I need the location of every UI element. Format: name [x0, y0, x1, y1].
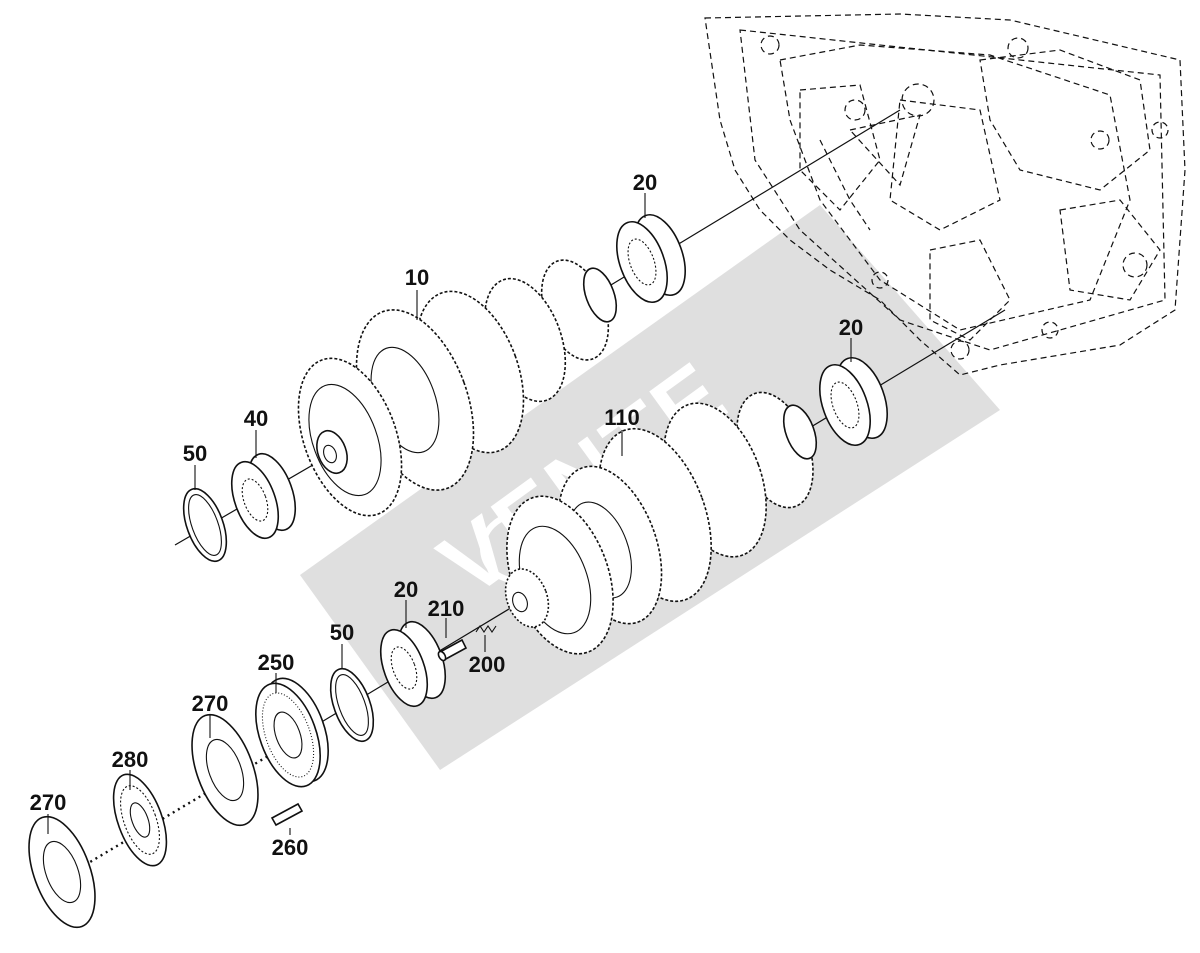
spring	[475, 625, 497, 633]
callout-shaft-upper: 10	[405, 265, 429, 290]
pressure-plate	[255, 677, 329, 788]
dowel-pin	[270, 802, 304, 827]
gearbox-housing	[704, 13, 1186, 376]
callout-friction-disc: 280	[112, 747, 149, 772]
friction-disc	[112, 773, 168, 867]
callout-ring-lower: 50	[330, 620, 354, 645]
bearing-right	[819, 357, 888, 446]
callout-bearing-lower: 20	[394, 577, 418, 602]
steel-disc-outer	[28, 815, 96, 929]
callout-pin: 210	[428, 596, 465, 621]
callout-dowel: 260	[272, 835, 309, 860]
pin	[437, 638, 468, 662]
callout-disc-outer: 270	[30, 790, 67, 815]
bearing-lower	[379, 620, 447, 708]
steel-disc-inner	[191, 713, 259, 827]
callout-labels: 20 20 10 110 40 50 20 210 200 50 250 270…	[30, 170, 864, 860]
bearing-left	[230, 452, 297, 540]
leader-lines	[47, 193, 852, 835]
callout-disc-inner: 270	[192, 691, 229, 716]
callout-bearing-left: 40	[244, 406, 268, 431]
lower-gear-shaft	[504, 391, 818, 655]
snap-ring-lower	[329, 667, 375, 743]
callout-ring-upper: 50	[183, 441, 207, 466]
callout-shaft-lower: 110	[604, 405, 640, 430]
callout-bearing-top: 20	[633, 170, 657, 195]
callout-spring: 200	[469, 652, 506, 677]
callout-pressure-plate: 250	[258, 650, 295, 675]
bearing-top	[616, 214, 686, 303]
callout-bearing-right: 20	[839, 315, 863, 340]
upper-gear-shaft	[297, 259, 618, 517]
snap-ring-upper	[182, 487, 228, 563]
